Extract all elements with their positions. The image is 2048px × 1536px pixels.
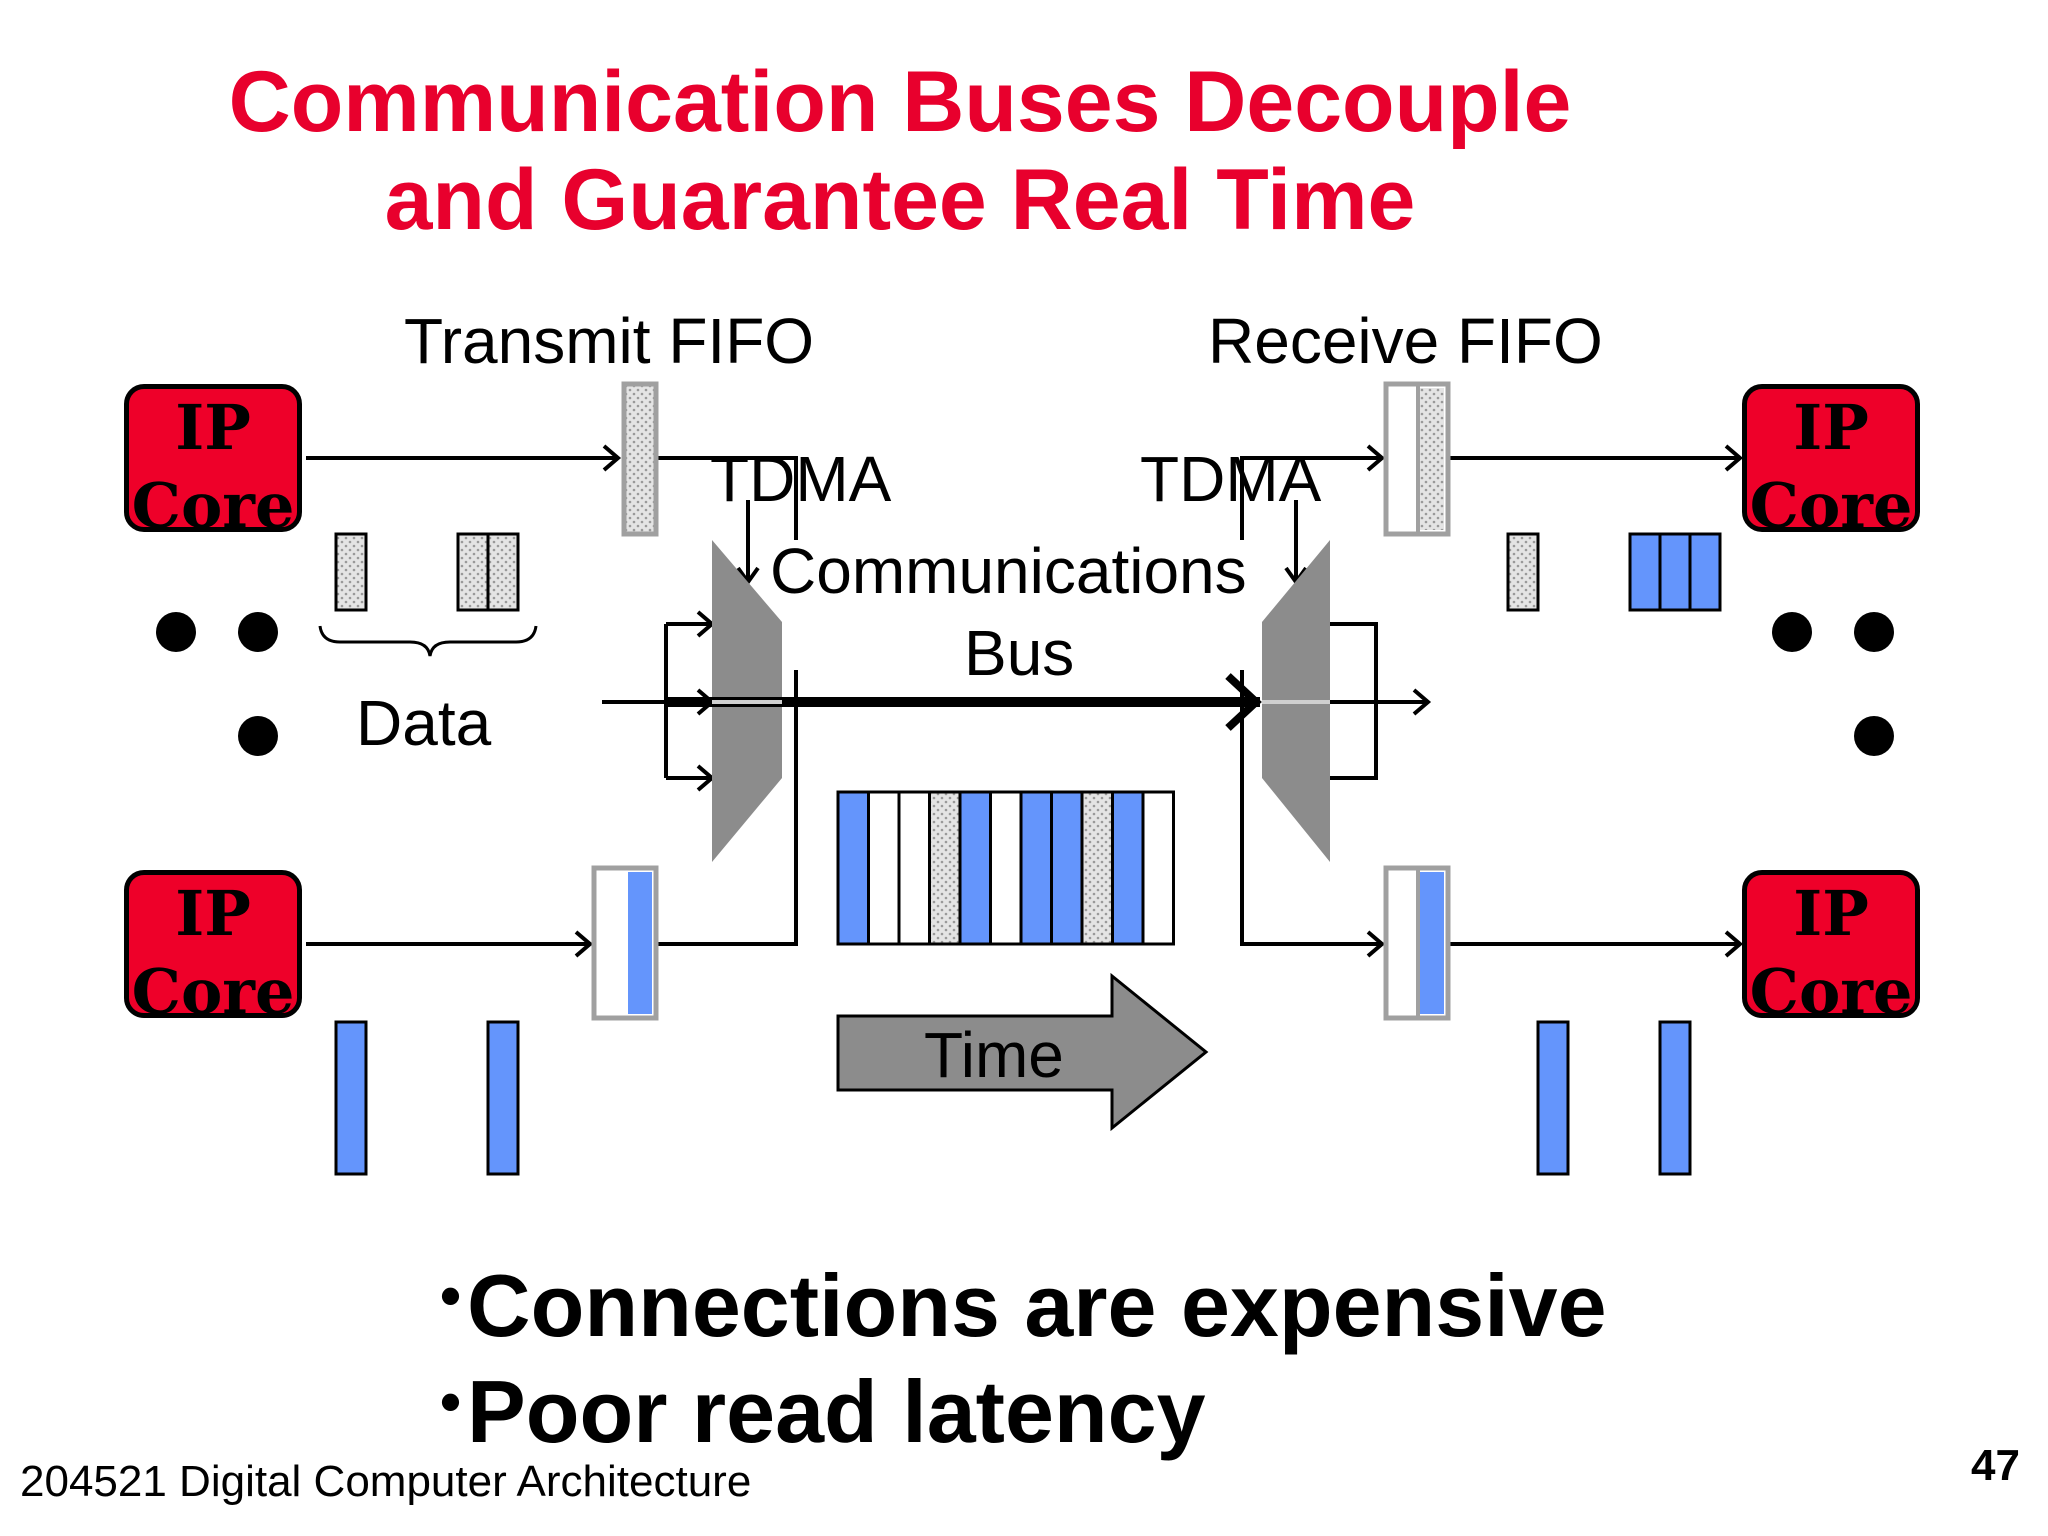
receive-fifo-top-entry — [1420, 388, 1444, 530]
slide-title-line1: Communication Buses Decouple — [228, 54, 1572, 150]
arrowhead — [574, 930, 594, 958]
tdma-slot-blue — [1111, 790, 1145, 946]
ellipsis-dot — [156, 612, 196, 652]
bus-label-line1: Communications — [770, 535, 1247, 607]
bullet-1: •Connections are expensive — [440, 1256, 1607, 1355]
core-label-ip: IP — [175, 391, 251, 464]
tdma-slot-blue — [958, 790, 992, 946]
bullet-dot-icon: • — [440, 1262, 462, 1329]
tdma-left-label: TDMA — [710, 443, 892, 515]
ellipsis-dot — [1854, 612, 1894, 652]
receive-fifo-label: Receive FIFO — [1208, 305, 1603, 377]
arrowhead — [602, 444, 622, 472]
ellipsis-dot — [1772, 612, 1812, 652]
core-label-ip: IP — [175, 877, 251, 950]
core-label-core: Core — [1749, 955, 1913, 1028]
data-packet-tall — [334, 1020, 368, 1176]
data-packet-tall — [486, 1020, 520, 1176]
tdma-slot-white — [989, 790, 1023, 946]
tdma-slot-white — [1141, 790, 1175, 946]
data-packet — [1506, 532, 1540, 612]
core-label-ip: IP — [1793, 391, 1869, 464]
receive-fifo-bottom-entry — [1420, 872, 1444, 1014]
wire-demux-to-rx-fifo-top — [1240, 456, 1382, 540]
footer-course-name: 204521 Digital Computer Architecture — [20, 1457, 752, 1506]
ellipsis-dot — [238, 716, 278, 756]
core-label-core: Core — [131, 955, 295, 1028]
ip-core-bottom-left: IP Core — [124, 870, 302, 1028]
slide-title-line2: and Guarantee Real Time — [384, 152, 1416, 248]
tdma-slot-blue — [1050, 790, 1084, 946]
ip-core-bottom-right: IP Core — [1742, 870, 1920, 1028]
wire-fifo-top-to-mux — [656, 456, 798, 540]
data-label: Data — [356, 687, 492, 759]
wire-fifo-bottom-to-mux — [656, 670, 798, 946]
transmit-fifo-top — [621, 381, 659, 537]
tdma-right-label: TDMA — [1140, 443, 1322, 515]
tdma-slot-blue — [1019, 790, 1053, 946]
data-packet-tall — [1536, 1020, 1570, 1176]
data-brace — [318, 625, 538, 657]
bullet-dot-icon: • — [440, 1368, 462, 1435]
data-packet-triple — [1628, 532, 1722, 612]
core-label-core: Core — [131, 469, 295, 542]
wire-demux-to-rx-fifo-bottom — [1240, 670, 1382, 946]
time-arrow — [836, 972, 1209, 1132]
bus-label-line2: Bus — [964, 617, 1075, 689]
transmit-fifo-bottom-entry — [628, 872, 652, 1014]
ip-core-top-right: IP Core — [1742, 384, 1920, 542]
data-packet — [334, 532, 368, 612]
time-label: Time — [924, 1019, 1064, 1091]
core-label-ip: IP — [1793, 877, 1869, 950]
ellipsis-dot — [1854, 716, 1894, 756]
core-label-core: Core — [1749, 469, 1913, 542]
tdma-slot-dotted — [1080, 790, 1114, 946]
tdma-slot-blue — [836, 790, 870, 946]
data-packet-tall — [1658, 1020, 1692, 1176]
tdma-slot-dotted — [928, 790, 962, 946]
bullet-2: •Poor read latency — [440, 1362, 1206, 1461]
tdma-slot-sequence — [836, 790, 1175, 946]
tdma-slot-white — [897, 790, 931, 946]
ip-core-top-left: IP Core — [124, 384, 302, 542]
tdma-slot-white — [867, 790, 901, 946]
page-number: 47 — [1971, 1441, 2020, 1490]
ellipsis-dot — [238, 612, 278, 652]
transmit-fifo-label: Transmit FIFO — [404, 305, 815, 377]
